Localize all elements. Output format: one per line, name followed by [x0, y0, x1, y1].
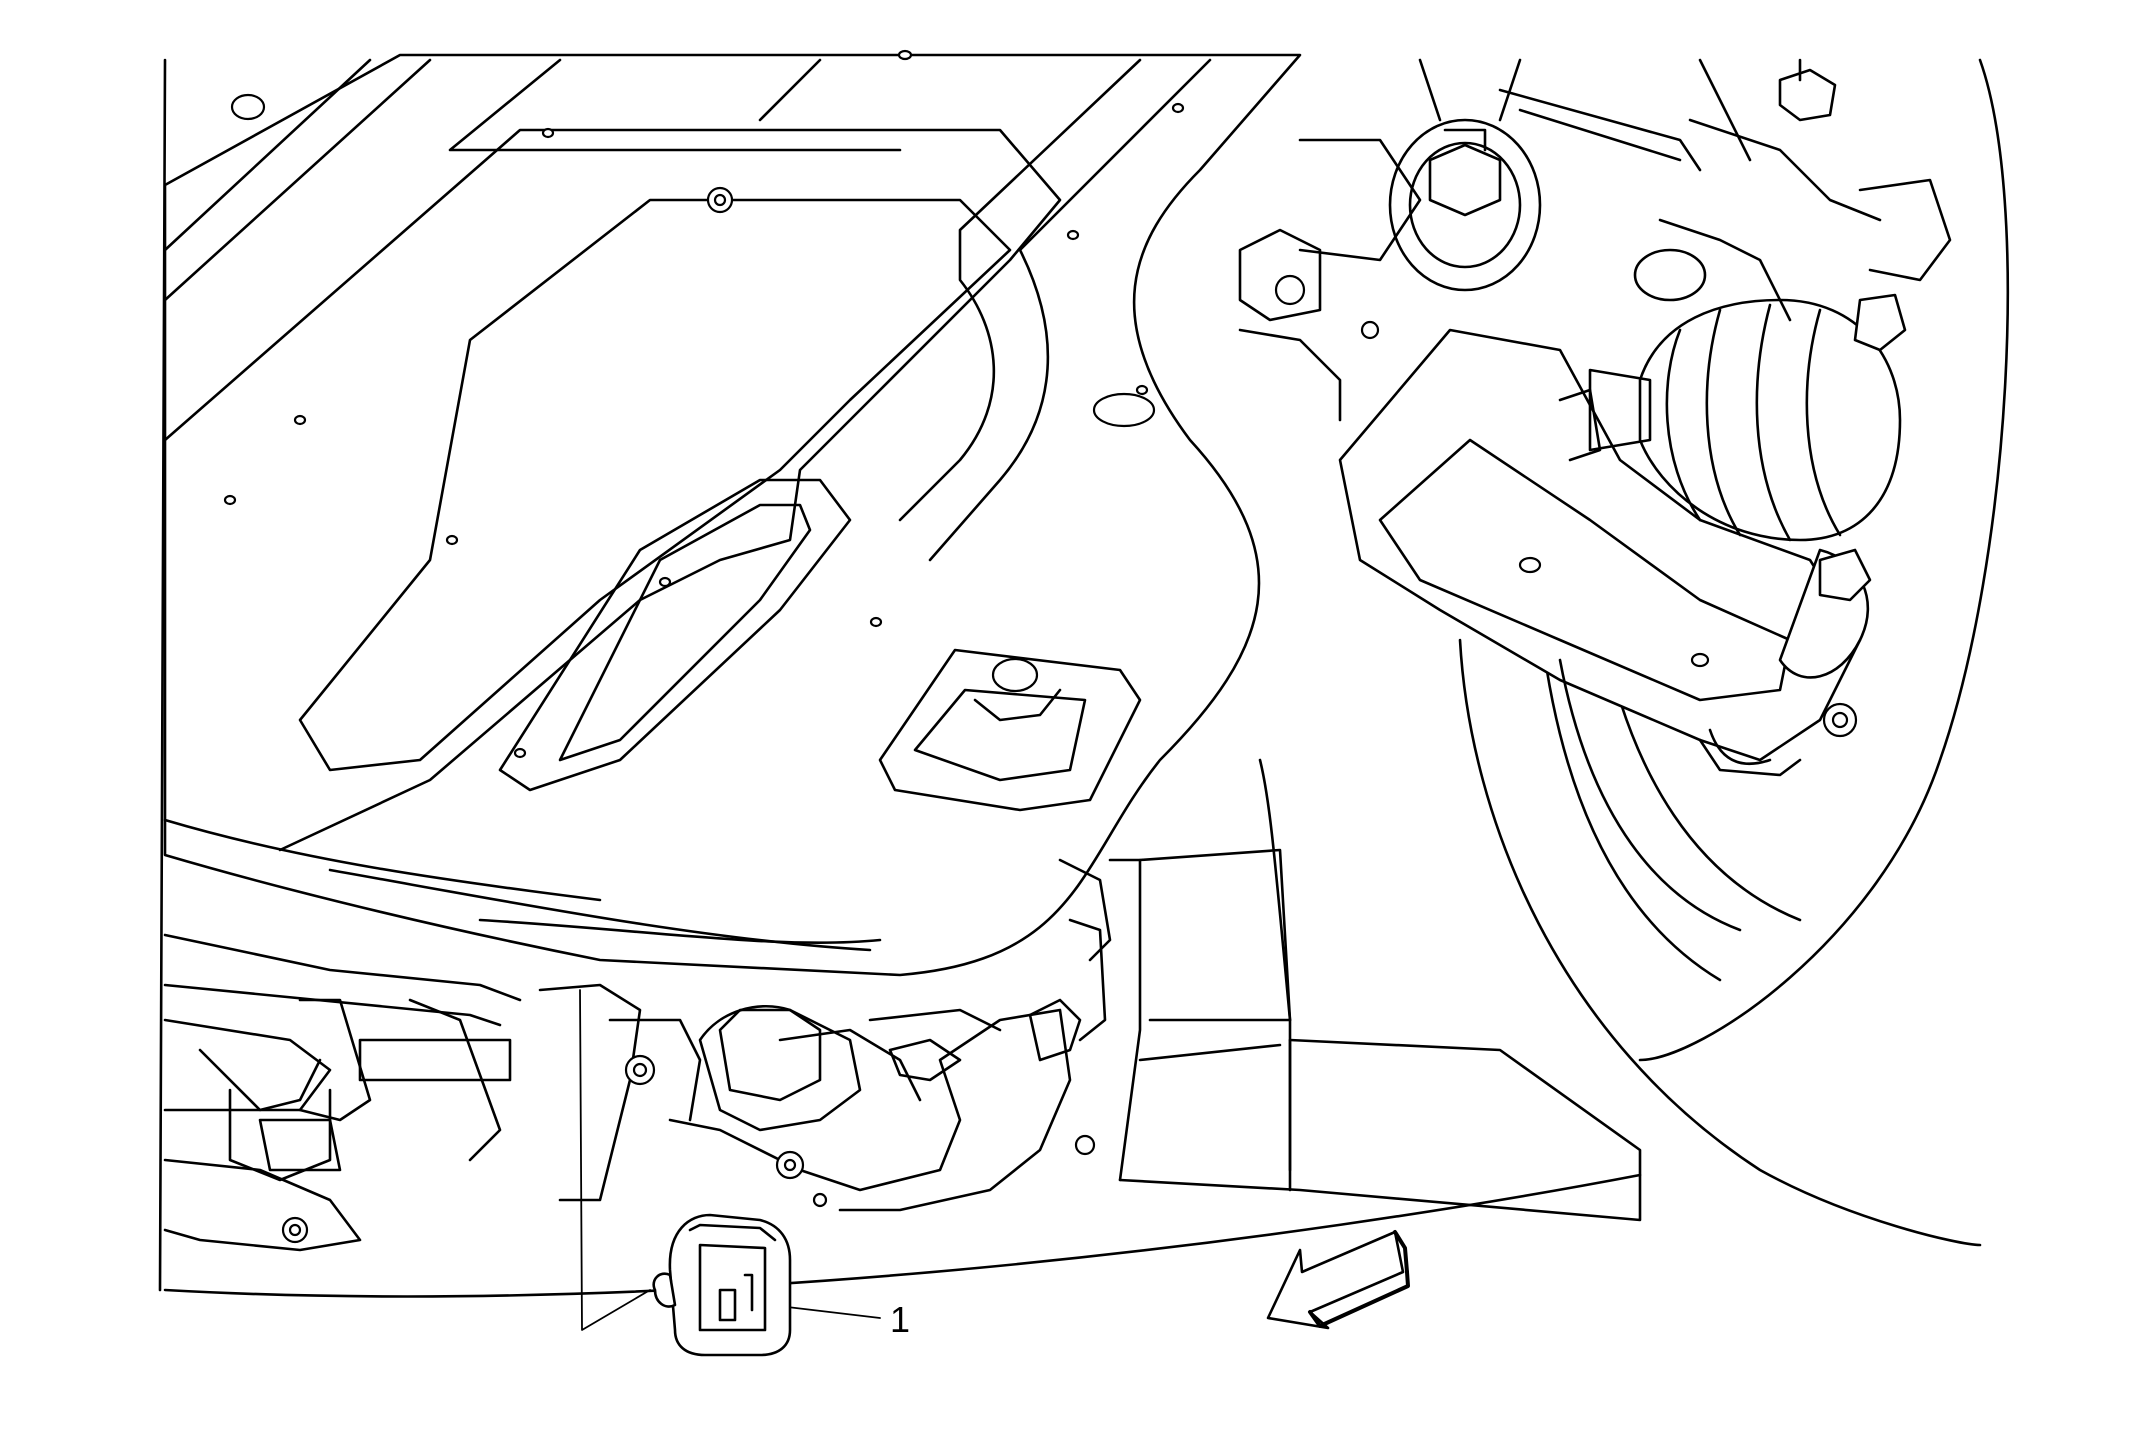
front-suspension-assembly — [1238, 58, 2010, 1247]
connector-sensor-icon — [652, 1213, 792, 1357]
callout-label-1: 1 — [890, 1299, 910, 1340]
front-lower-structure — [163, 758, 1642, 1252]
leader-bracket — [579, 989, 651, 1331]
underbody-shield-panel — [158, 49, 1642, 1298]
callout-group-1 — [579, 989, 881, 1357]
front-direction-arrow-icon — [1266, 1230, 1410, 1330]
